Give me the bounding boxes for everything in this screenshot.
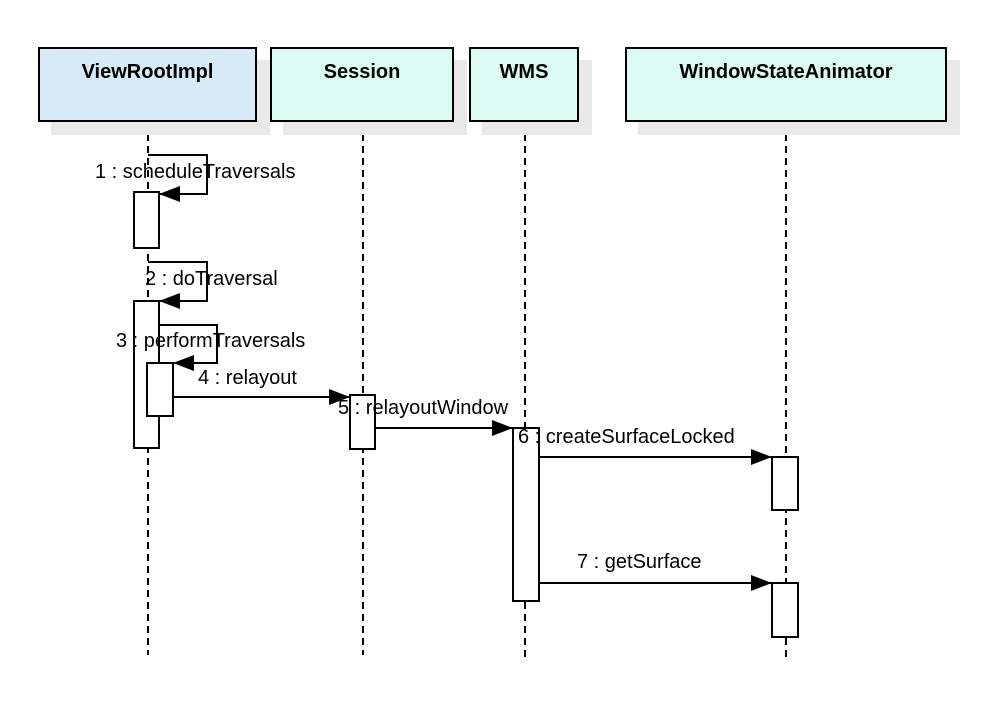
arrowhead-icon — [159, 293, 180, 309]
arrowhead-icon — [751, 449, 772, 465]
participant-label: ViewRootImpl — [81, 61, 214, 83]
participant-label: Session — [323, 61, 401, 83]
participant-windowstateanimator: WindowStateAnimator — [625, 47, 947, 122]
arrowhead-icon — [159, 186, 180, 202]
activation-bar-session — [349, 394, 376, 450]
self-message-loop-2 — [148, 261, 208, 302]
activation-bar-viewrootimpl-3 — [146, 362, 174, 417]
participant-label: WindowStateAnimator — [679, 61, 893, 83]
activation-bar-windowstateanimator-1 — [771, 456, 799, 511]
message-label-2: 2 : doTraversal — [145, 268, 278, 290]
activation-bar-wms — [512, 427, 540, 602]
arrowhead-icon — [173, 355, 194, 371]
message-label-1: 1 : scheduleTraversals — [95, 161, 296, 183]
arrowhead-icon — [492, 420, 513, 436]
self-message-loop-3 — [159, 324, 218, 364]
message-label-4: 4 : relayout — [198, 367, 297, 389]
participant-wms: WMS — [469, 47, 579, 122]
activation-bar-windowstateanimator-2 — [771, 582, 799, 638]
participant-label: WMS — [499, 61, 549, 83]
arrowhead-icon — [751, 575, 772, 591]
message-label-3: 3 : performTraversals — [116, 330, 306, 352]
participant-session: Session — [270, 47, 454, 122]
message-label-5: 5 : relayoutWindow — [338, 397, 509, 419]
activation-bar-viewrootimpl-1 — [133, 191, 160, 249]
message-label-7: 7 : getSurface — [577, 551, 702, 573]
self-message-loop-1 — [148, 154, 208, 195]
participant-viewrootimpl: ViewRootImpl — [38, 47, 257, 122]
arrowhead-icon — [329, 389, 350, 405]
message-label-6: 6 : createSurfaceLocked — [518, 426, 735, 448]
